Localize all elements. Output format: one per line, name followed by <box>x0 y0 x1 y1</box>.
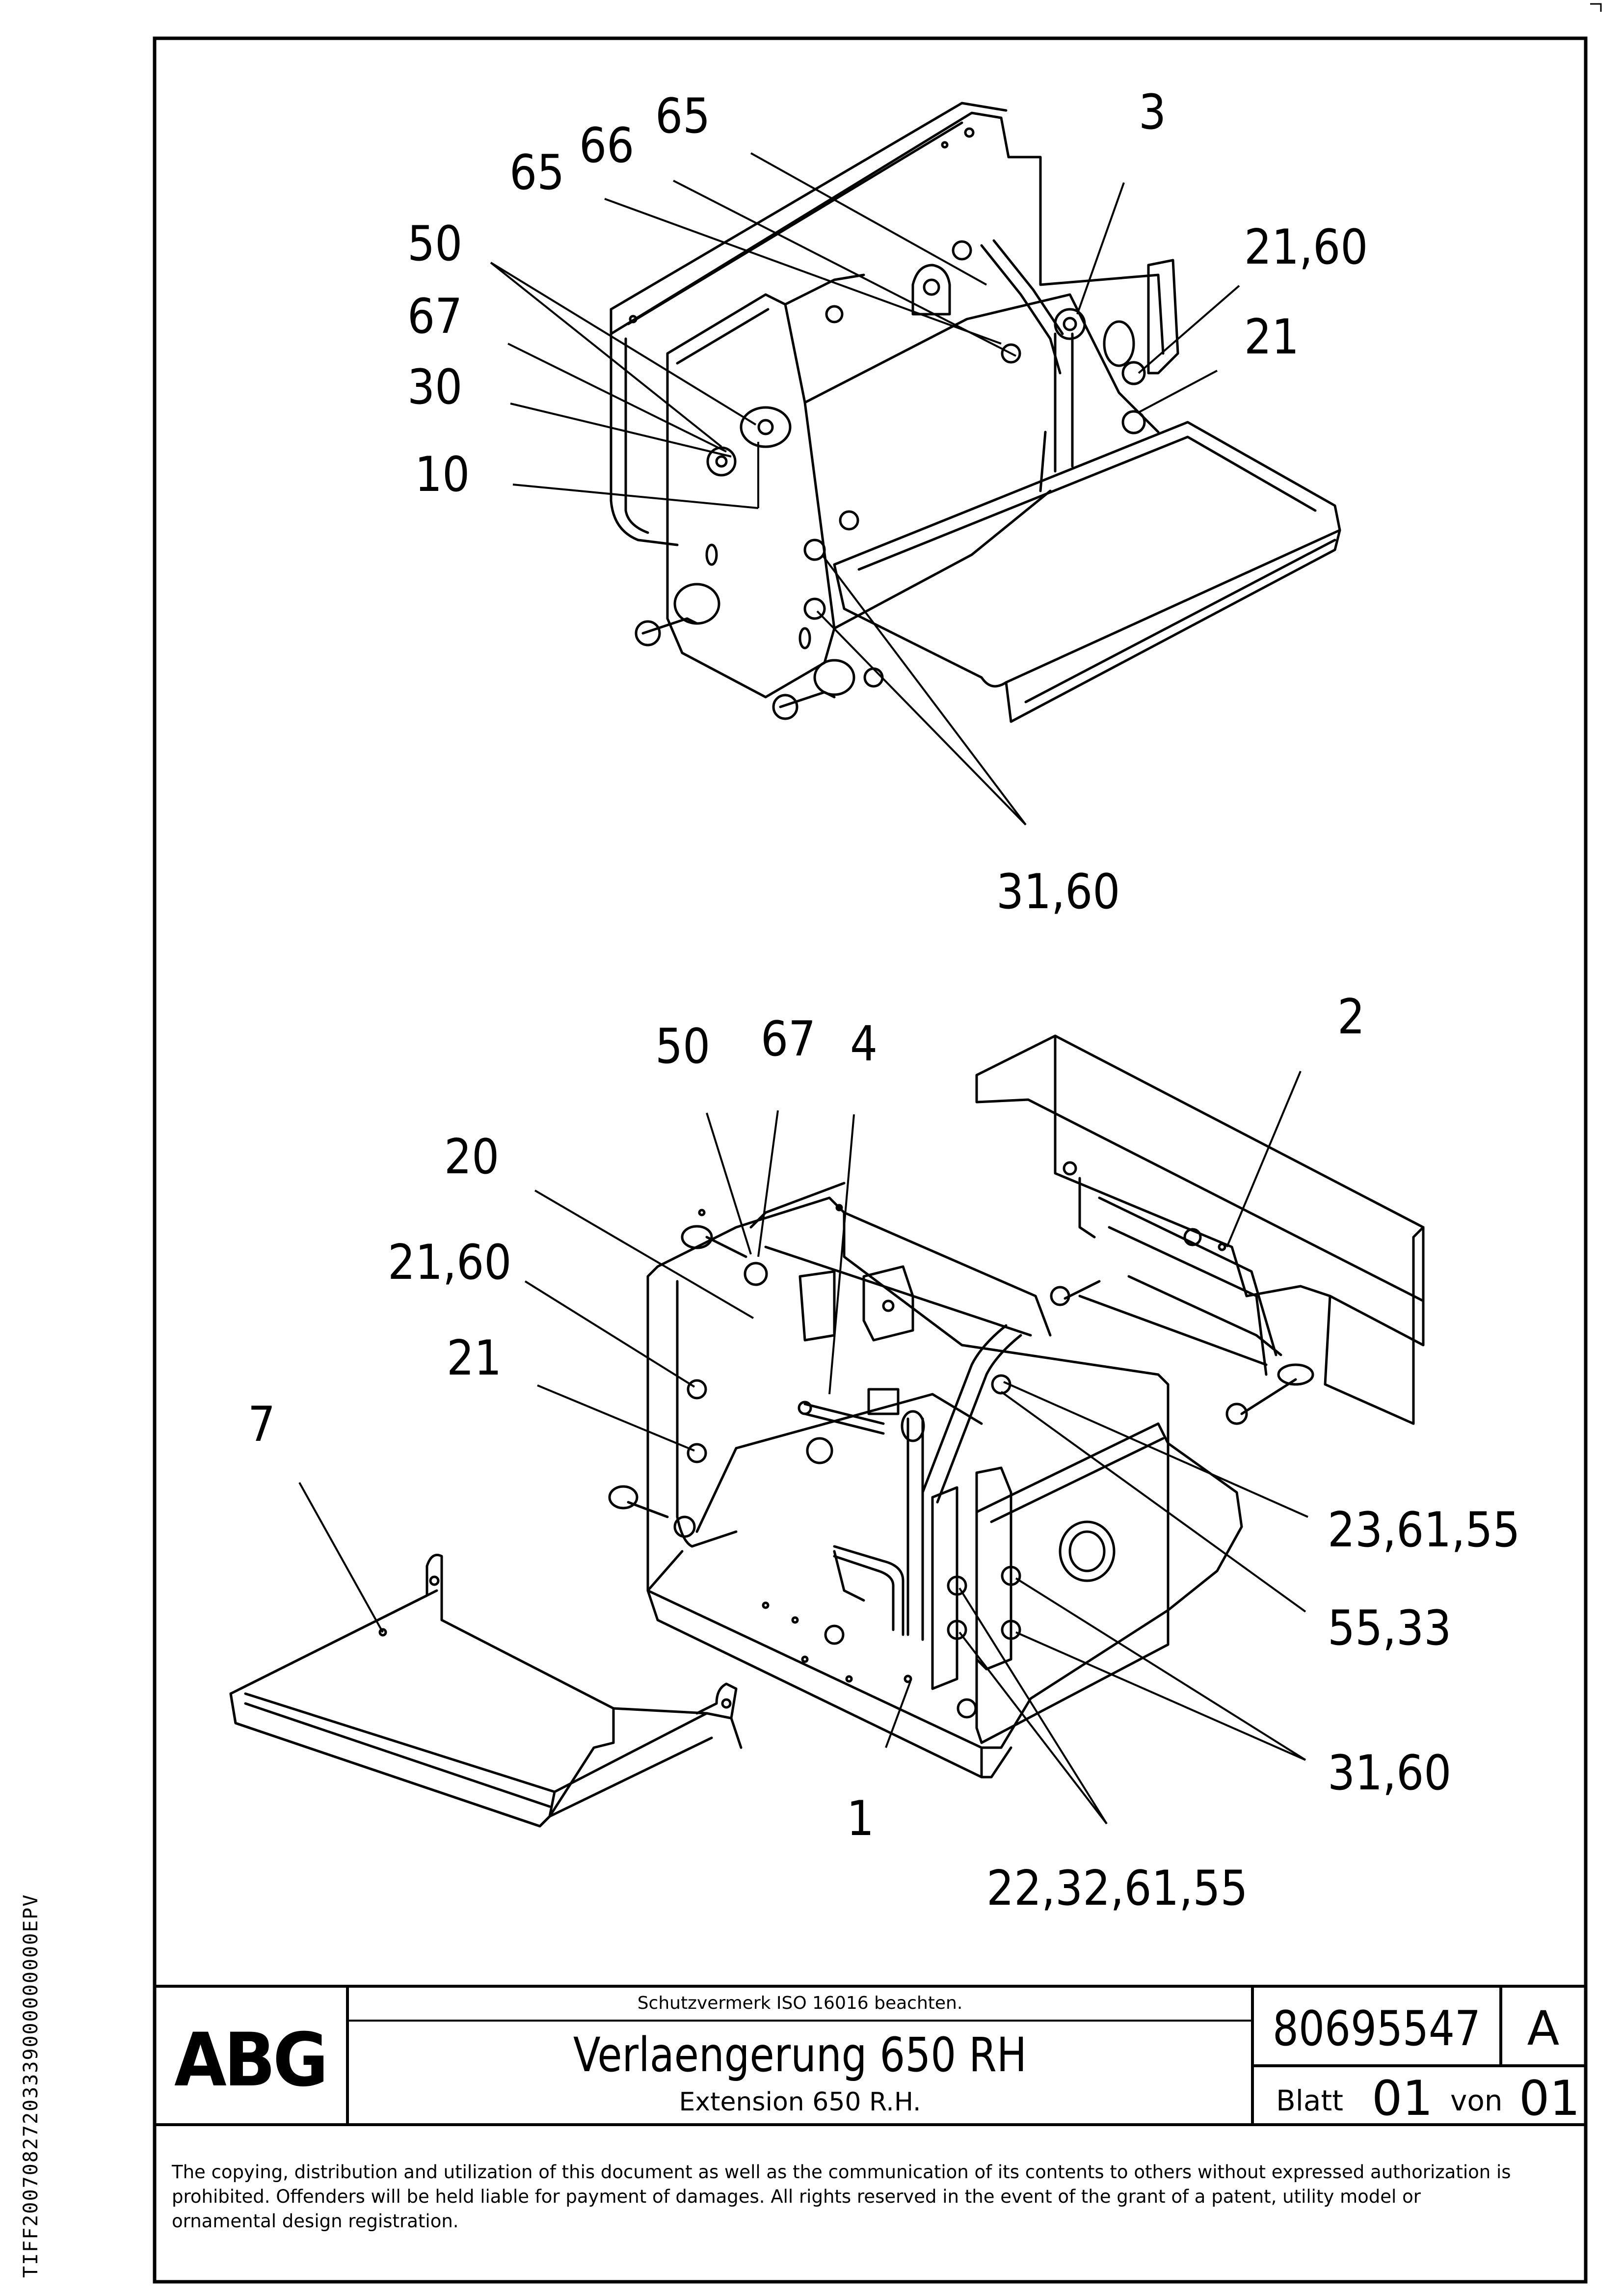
lower-assembly-view <box>229 1034 1425 1828</box>
callout-21-bottom: 21 <box>447 1330 502 1386</box>
callout-labels: 65 66 65 3 50 67 30 10 21,60 21 31,60 50… <box>248 84 1520 1917</box>
of-label: von <box>1450 2084 1503 2117</box>
callout-2: 2 <box>1337 989 1365 1045</box>
protection-note: Schutzvermerk ISO 16016 beachten. <box>637 1993 963 2013</box>
callout-20: 20 <box>444 1129 499 1185</box>
copyright-notice: The copying, distribution and utilizatio… <box>172 2161 1511 2232</box>
callout-50-bottom: 50 <box>655 1019 710 1075</box>
sheet-number: 01 <box>1372 2071 1433 2127</box>
title-english: Extension 650 R.H. <box>679 2087 921 2117</box>
callout-65-right: 65 <box>655 88 710 144</box>
callout-1: 1 <box>847 1791 874 1847</box>
side-document-code: TIFF20070827203339000000000EPV <box>20 1893 42 2278</box>
upper-assembly-view <box>610 102 1341 723</box>
callout-67-bottom: 67 <box>761 1011 816 1067</box>
callout-22-32-61-55: 22,32,61,55 <box>986 1861 1248 1917</box>
part-number: 80695547 <box>1273 2001 1481 2057</box>
callout-31-60-bottom: 31,60 <box>1328 1745 1451 1801</box>
callout-55-33: 55,33 <box>1328 1600 1451 1656</box>
callout-3: 3 <box>1139 84 1166 140</box>
callout-10: 10 <box>415 447 470 503</box>
corner-mark <box>1590 3 1602 12</box>
callout-50-top: 50 <box>407 216 462 272</box>
title-block-lines <box>155 1985 1586 2126</box>
sheet-total: 01 <box>1519 2071 1580 2127</box>
callout-4: 4 <box>850 1016 878 1072</box>
callout-30: 30 <box>407 359 462 415</box>
revision-letter: A <box>1527 2001 1560 2056</box>
callout-65-left: 65 <box>509 145 564 201</box>
callout-23-61-55: 23,61,55 <box>1328 1502 1520 1558</box>
sheet-label: Blatt <box>1276 2084 1343 2117</box>
callout-7: 7 <box>248 1397 275 1453</box>
title-german: Verlaengerung 650 RH <box>573 2027 1027 2082</box>
callout-67-top: 67 <box>407 289 462 345</box>
callout-21-60-bottom: 21,60 <box>388 1235 511 1291</box>
callout-21-60-top: 21,60 <box>1244 219 1368 275</box>
callout-21-top: 21 <box>1244 309 1299 365</box>
drawing-frame <box>153 36 1588 2284</box>
callout-31-60-top: 31,60 <box>996 864 1120 920</box>
callout-66: 66 <box>579 118 634 174</box>
abg-logo: ABG <box>174 2018 328 2103</box>
upper-leader-lines <box>490 152 1240 826</box>
lower-leader-lines <box>298 1071 1308 1825</box>
